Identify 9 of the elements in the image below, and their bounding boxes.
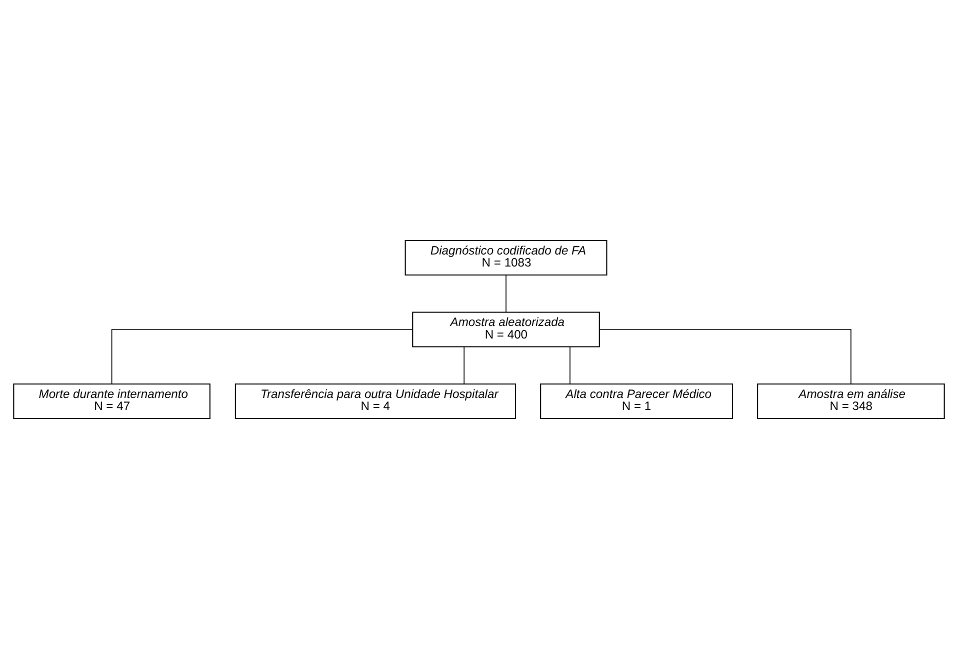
node-box: Diagnóstico codificado de FA N = 1083 [404,240,608,276]
node-box: Alta contra Parecer Médico N = 1 [540,383,734,420]
node-box: Transferência para outra Unidade Hospitalar N = 4 [234,383,516,420]
node-box: Morte durante internamento N = 47 [13,383,210,420]
connector [111,329,414,384]
node-box: Amostra aleatorizada N = 400 [412,312,600,348]
node-box: Amostra em análise N = 348 [757,383,945,420]
connector [599,329,852,384]
connector [464,346,465,384]
